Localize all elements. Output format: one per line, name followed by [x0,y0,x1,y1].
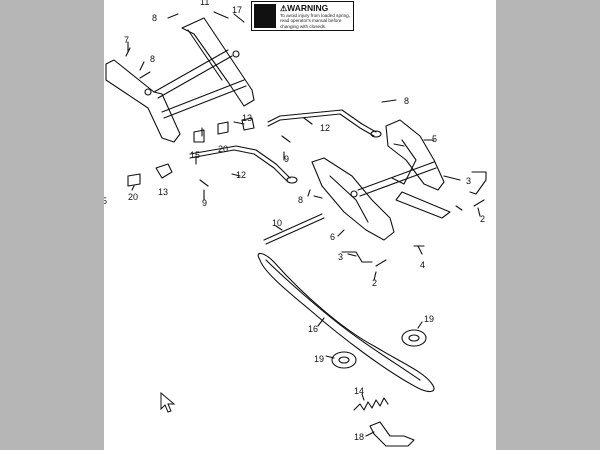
warning-text: To avoid injury from loaded spring, read… [280,13,350,29]
callout-label: 4 [420,260,425,270]
callout-label: 8 [298,195,303,205]
idler-19-lower [331,351,357,369]
callout-label: 8 [150,54,155,64]
callout-label: 5 [432,134,437,144]
warning-title: ⚠WARNING [280,3,329,13]
callout-label: 13 [158,187,168,197]
cross-rod-lower [161,79,247,119]
rod-12-lower [189,145,291,179]
frame-plate-left [105,59,181,143]
bracket-6 [311,157,395,241]
callout-label: 8 [404,96,409,106]
callout-label: 9 [202,198,207,208]
callout-label: 7 [124,35,129,45]
left-margin [0,0,104,450]
bracket-5 [385,119,445,191]
part-3-lower [341,251,373,263]
callout-label: 8 [152,13,157,23]
idler-19-upper [401,329,427,347]
callout-label: 5 [104,196,107,206]
callout-label: 18 [354,432,364,442]
callout-label: 13 [242,113,252,123]
callout-label: 12 [236,170,246,180]
callout-label: 17 [232,5,242,15]
warning-decal: ⚠WARNING To avoid injury from loaded spr… [251,1,354,31]
mouse-pointer-icon [160,392,176,413]
callout-label: 19 [314,354,324,364]
callout-label: 14 [354,386,364,396]
callout-label: 10 [272,218,282,228]
warning-triangle-icon: ⚠ [280,4,288,13]
callout-label: 20 [218,144,228,154]
belt-16 [257,252,435,393]
frame-bracket [181,17,255,107]
cross-rod-upper [153,49,233,99]
callout-label: 20 [128,192,138,202]
callout-label: 3 [338,252,343,262]
bracket-18 [369,421,415,447]
callout-label: 15 [190,150,200,160]
callout-label: 2 [480,214,485,224]
right-margin [496,0,600,450]
rod-10 [263,213,325,245]
callout-label: 12 [320,123,330,133]
callout-label: 19 [424,314,434,324]
rod-12-upper [267,109,377,133]
parts-diagram: 8 11 17 7 8 8 12 5 13 20 15 9 12 3 13 20… [104,0,487,447]
warning-hand-icon [254,4,276,28]
callout-label: 6 [330,232,335,242]
spring-14 [353,397,389,411]
part-3-right [469,171,487,195]
callout-labels: 8 11 17 7 8 8 12 5 13 20 15 9 12 3 13 20… [104,0,485,442]
callout-label: 9 [284,154,289,164]
callout-label: 3 [466,176,471,186]
callout-label: 16 [308,324,318,334]
parts-diagram-sheet: 8 11 17 7 8 8 12 5 13 20 15 9 12 3 13 20… [104,0,496,450]
callout-label: 11 [200,0,209,7]
callout-label: 2 [372,278,377,288]
